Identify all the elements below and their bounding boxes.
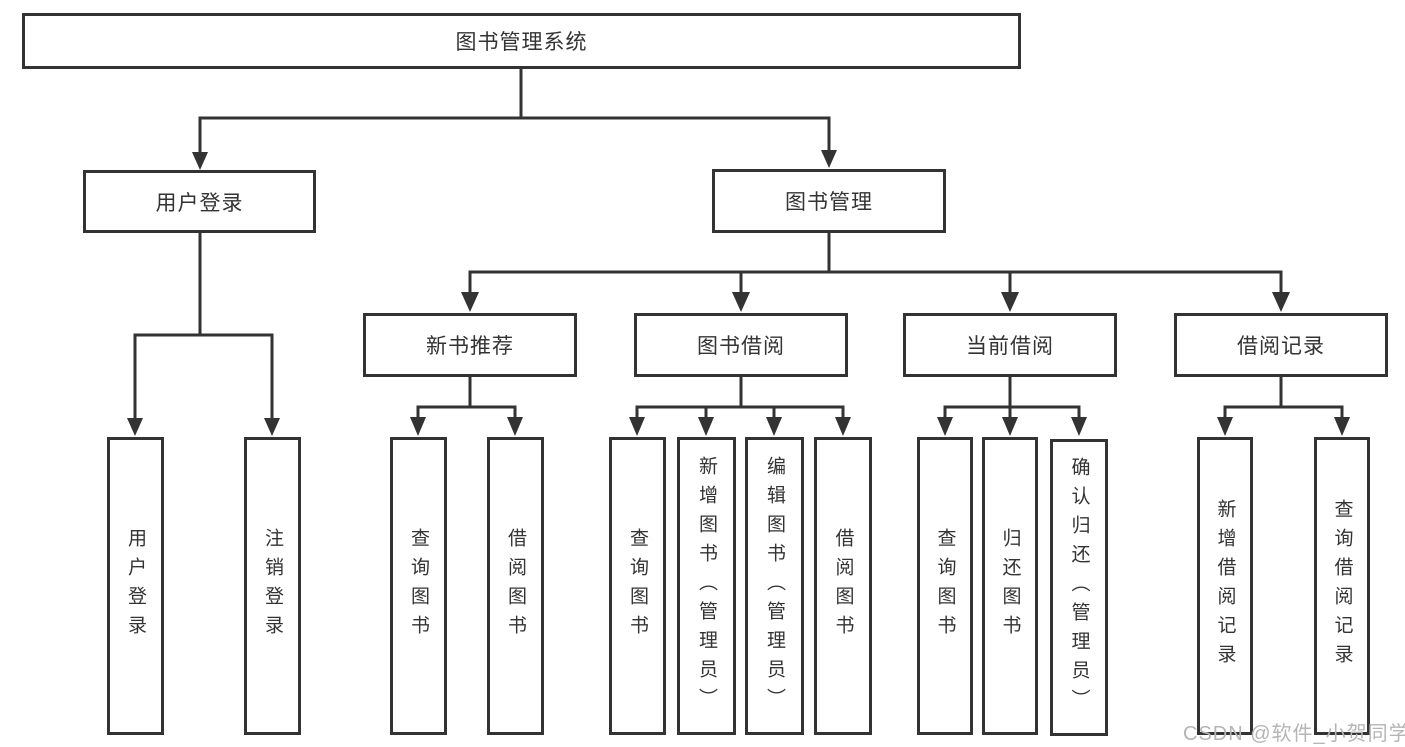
leaf-rec-query-book: 查询图书 <box>390 437 447 735</box>
node-book-borrow: 图书借阅 <box>634 313 848 377</box>
leaf-log-query-record-label: 查询借阅记录 <box>1331 499 1353 673</box>
node-new-book-rec-label: 新书推荐 <box>426 335 514 358</box>
leaf-bor-borrow-book-label: 借阅图书 <box>832 528 854 644</box>
leaf-bor-add-book-label: 新增图书（管理员） <box>696 455 717 717</box>
connector-root-to-level2 <box>192 69 837 170</box>
node-book-mgmt: 图书管理 <box>712 169 946 233</box>
node-current-borrow: 当前借阅 <box>903 313 1117 377</box>
connector-borrow-record-to-leaves <box>1217 376 1350 436</box>
connector-new-book-rec-to-leaves <box>410 376 523 436</box>
leaf-cur-return-book: 归还图书 <box>982 437 1038 735</box>
csdn-watermark: CSDN @软件_小贺同学 <box>1183 723 1405 745</box>
leaf-cur-query-book: 查询图书 <box>917 437 973 735</box>
leaf-logout: 注销登录 <box>244 437 301 735</box>
leaf-cur-query-book-label: 查询图书 <box>934 528 956 644</box>
leaf-bor-edit-book-label: 编辑图书（管理员） <box>764 455 785 717</box>
leaf-log-query-record: 查询借阅记录 <box>1314 437 1370 735</box>
connector-user-login-to-leaves <box>127 232 280 436</box>
leaf-user-login-label: 用户登录 <box>125 528 146 644</box>
leaf-bor-query-book-label: 查询图书 <box>627 528 648 644</box>
leaf-rec-query-book-label: 查询图书 <box>408 528 429 644</box>
node-book-borrow-label: 图书借阅 <box>697 335 785 358</box>
leaf-cur-confirm-return: 确认归还（管理员） <box>1050 439 1108 736</box>
leaf-log-add-record: 新增借阅记录 <box>1197 437 1253 735</box>
leaf-bor-query-book: 查询图书 <box>609 437 666 735</box>
leaf-cur-return-book-label: 归还图书 <box>999 528 1021 644</box>
node-book-mgmt-label: 图书管理 <box>785 191 873 214</box>
node-borrow-record-label: 借阅记录 <box>1237 335 1325 358</box>
connector-book-mgmt-to-level3 <box>461 232 1290 312</box>
node-root: 图书管理系统 <box>22 13 1021 69</box>
leaf-bor-borrow-book: 借阅图书 <box>814 437 872 735</box>
leaf-rec-borrow-book: 借阅图书 <box>487 437 544 735</box>
leaf-cur-confirm-return-label: 确认归还（管理员） <box>1068 457 1090 718</box>
node-current-borrow-label: 当前借阅 <box>966 335 1054 358</box>
node-user-login: 用户登录 <box>83 170 316 233</box>
connector-current-borrow-to-leaves <box>937 376 1087 436</box>
connector-book-borrow-to-leaves <box>629 376 851 436</box>
node-user-login-label: 用户登录 <box>155 191 244 215</box>
leaf-bor-edit-book: 编辑图书（管理员） <box>745 437 804 735</box>
node-root-label: 图书管理系统 <box>455 31 588 54</box>
node-new-book-rec: 新书推荐 <box>363 313 577 377</box>
leaf-log-add-record-label: 新增借阅记录 <box>1214 499 1236 673</box>
leaf-bor-add-book: 新增图书（管理员） <box>677 437 736 735</box>
node-borrow-record: 借阅记录 <box>1174 313 1388 377</box>
leaf-rec-borrow-book-label: 借阅图书 <box>505 528 526 644</box>
leaf-logout-label: 注销登录 <box>262 528 283 644</box>
leaf-user-login: 用户登录 <box>107 437 164 735</box>
